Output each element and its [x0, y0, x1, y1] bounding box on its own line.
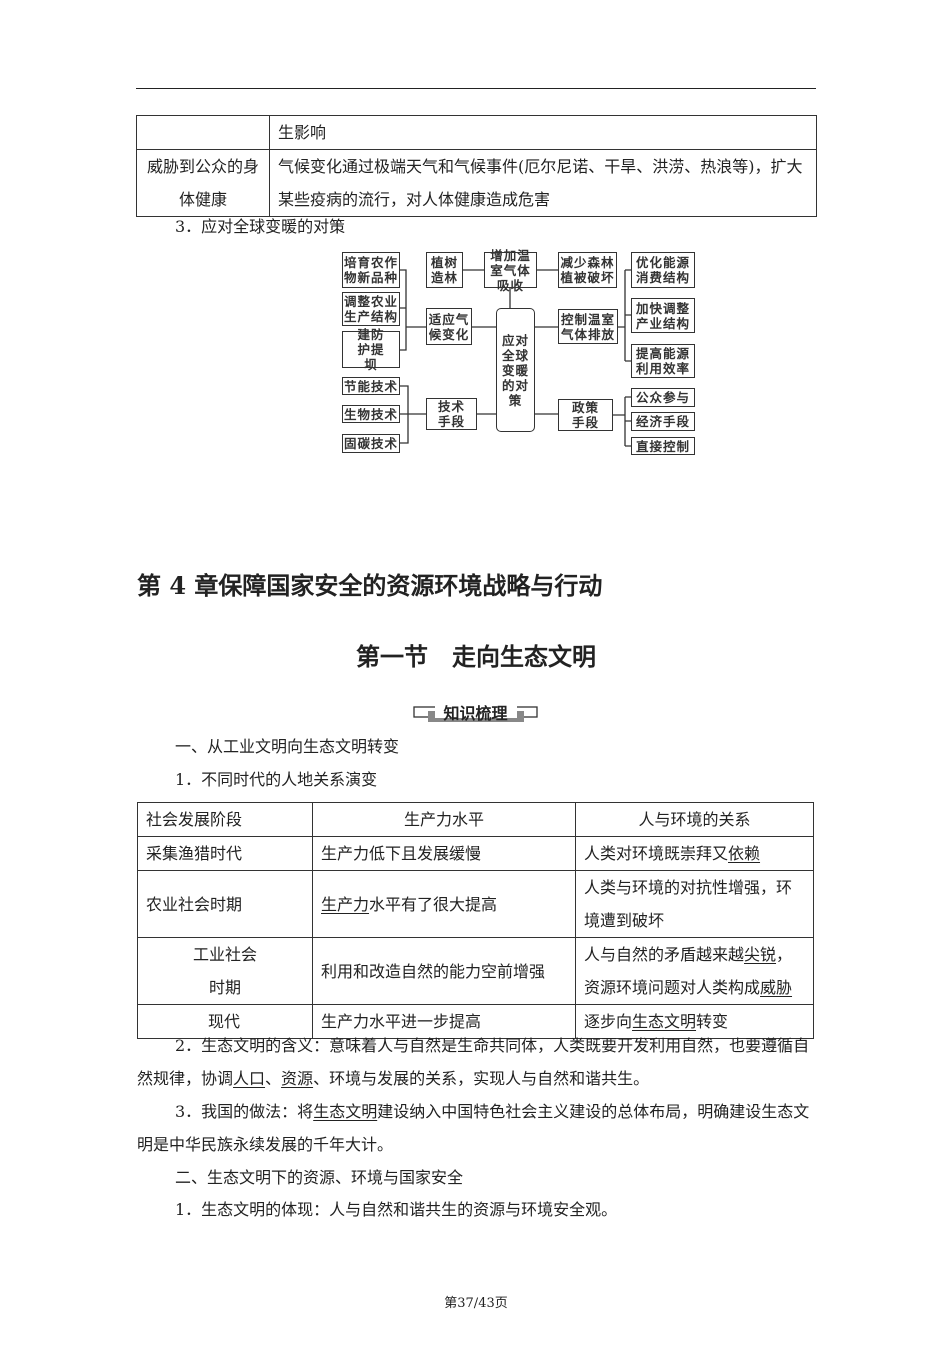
- table-cell: 人类与环境的对抗性增强，环境遭到破坏: [575, 870, 814, 938]
- diagram-center-box: 应对全球变暖的对策: [496, 308, 535, 432]
- table-header: 人与环境的关系: [575, 802, 814, 837]
- diagram-box: 培育农作物新品种: [342, 252, 400, 288]
- diagram-box: 植树造林: [426, 252, 463, 288]
- page-number: 第37/43页: [444, 1296, 508, 1311]
- diagram-box: 减少森林植被破坏: [558, 252, 617, 288]
- table-cell: 逐步向生态文明转变: [575, 1004, 814, 1039]
- table-cell: 农业社会时期: [137, 870, 313, 938]
- heading-3: 3．应对全球变暖的对策: [175, 217, 346, 236]
- table-cell: 生产力水平进一步提高: [312, 1004, 576, 1039]
- diagram-box: 调整农业生产结构: [342, 292, 400, 326]
- diagram-box: 适应气候变化: [426, 308, 472, 345]
- human-land-table: 社会发展阶段 生产力水平 人与环境的关系 采集渔猎时代 生产力低下且发展缓慢 人…: [137, 802, 814, 1039]
- table-cell: 现代: [137, 1004, 313, 1039]
- table-row: 现代 生产力水平进一步提高 逐步向生态文明转变: [137, 1004, 814, 1039]
- section-badge: 知识梳理: [413, 701, 538, 723]
- badge-frame: [413, 702, 538, 722]
- paragraph-3: 3．我国的做法：将生态文明建设纳入中国特色社会主义建设的总体布局，明确建设生态文…: [137, 1102, 810, 1154]
- table-row: 采集渔猎时代 生产力低下且发展缓慢 人类对环境既崇拜又依赖: [137, 836, 814, 871]
- table-row: 农业社会时期 生产力水平有了很大提高 人类与环境的对抗性增强，环境遭到破坏: [137, 870, 814, 938]
- table-cell: 生产力低下且发展缓慢: [312, 836, 576, 871]
- diagram-box: 直接控制: [631, 437, 695, 455]
- table-cell: 工业社会时期: [137, 937, 313, 1005]
- table-cell: 气候变化通过极端天气和气候事件(厄尔尼诺、干旱、洪涝、热浪等)，扩大某些疫病的流…: [269, 149, 817, 217]
- chapter-title: 第 4 章保障国家安全的资源环境战略与行动: [137, 571, 603, 600]
- section-title: 第一节 走向生态文明: [356, 642, 596, 671]
- item-2-1: 1．生态文明的体现：人与自然和谐共生的资源与环境安全观。: [175, 1200, 618, 1219]
- table-row: 威胁到公众的身体健康气候变化通过极端天气和气候事件(厄尔尼诺、干旱、洪涝、热浪等…: [136, 149, 817, 217]
- table-row: 工业社会时期 利用和改造自然的能力空前增强 人与自然的矛盾越来越尖锐，资源环境问…: [137, 937, 814, 1005]
- diagram-box: 控制温室气体排放: [558, 309, 618, 344]
- table-header: 生产力水平: [312, 802, 576, 837]
- diagram-box: 增加温室气体吸收: [484, 248, 537, 293]
- diagram-box: 生物技术: [342, 405, 400, 423]
- diagram-box: 技术手段: [426, 398, 477, 430]
- diagram-connectors: [400, 269, 631, 447]
- header-rule: [136, 88, 816, 89]
- badge-label: 知识梳理: [443, 704, 508, 723]
- part-1-heading: 一、从工业文明向生态文明转变: [175, 737, 400, 756]
- table-header: 社会发展阶段: [137, 802, 313, 837]
- table-cell: 采集渔猎时代: [137, 836, 313, 871]
- diagram-box: 提高能源利用效率: [631, 344, 695, 378]
- diagram-box: 经济手段: [631, 412, 695, 431]
- table-cell: 生产力水平有了很大提高: [312, 870, 576, 938]
- paragraph-2: 2．生态文明的含义：意味着人与自然是生命共同体，人类既要开发利用自然，也要遵循自…: [137, 1036, 810, 1088]
- diagram-box: 政策手段: [558, 399, 613, 431]
- diagram-box: 节能技术: [342, 377, 400, 395]
- impact-table: 生影响 威胁到公众的身体健康气候变化通过极端天气和气候事件(厄尔尼诺、干旱、洪涝…: [136, 115, 817, 217]
- diagram-box: 建防护提坝: [342, 327, 400, 372]
- table-header-row: 社会发展阶段 生产力水平 人与环境的关系: [137, 802, 814, 837]
- table-cell: 人与自然的矛盾越来越尖锐，资源环境问题对人类构成威胁: [575, 937, 814, 1005]
- diagram-box: 固碳技术: [342, 434, 400, 453]
- table-cell: 人类对环境既崇拜又依赖: [575, 836, 814, 871]
- part-2-heading: 二、生态文明下的资源、环境与国家安全: [175, 1168, 464, 1187]
- diagram-box: 加快调整产业结构: [631, 298, 695, 333]
- diagram-box: 优化能源消费结构: [631, 252, 695, 288]
- item-1: 1．不同时代的人地关系演变: [175, 770, 378, 789]
- table-cell: 利用和改造自然的能力空前增强: [312, 937, 576, 1005]
- diagram-box: 公众参与: [631, 388, 695, 407]
